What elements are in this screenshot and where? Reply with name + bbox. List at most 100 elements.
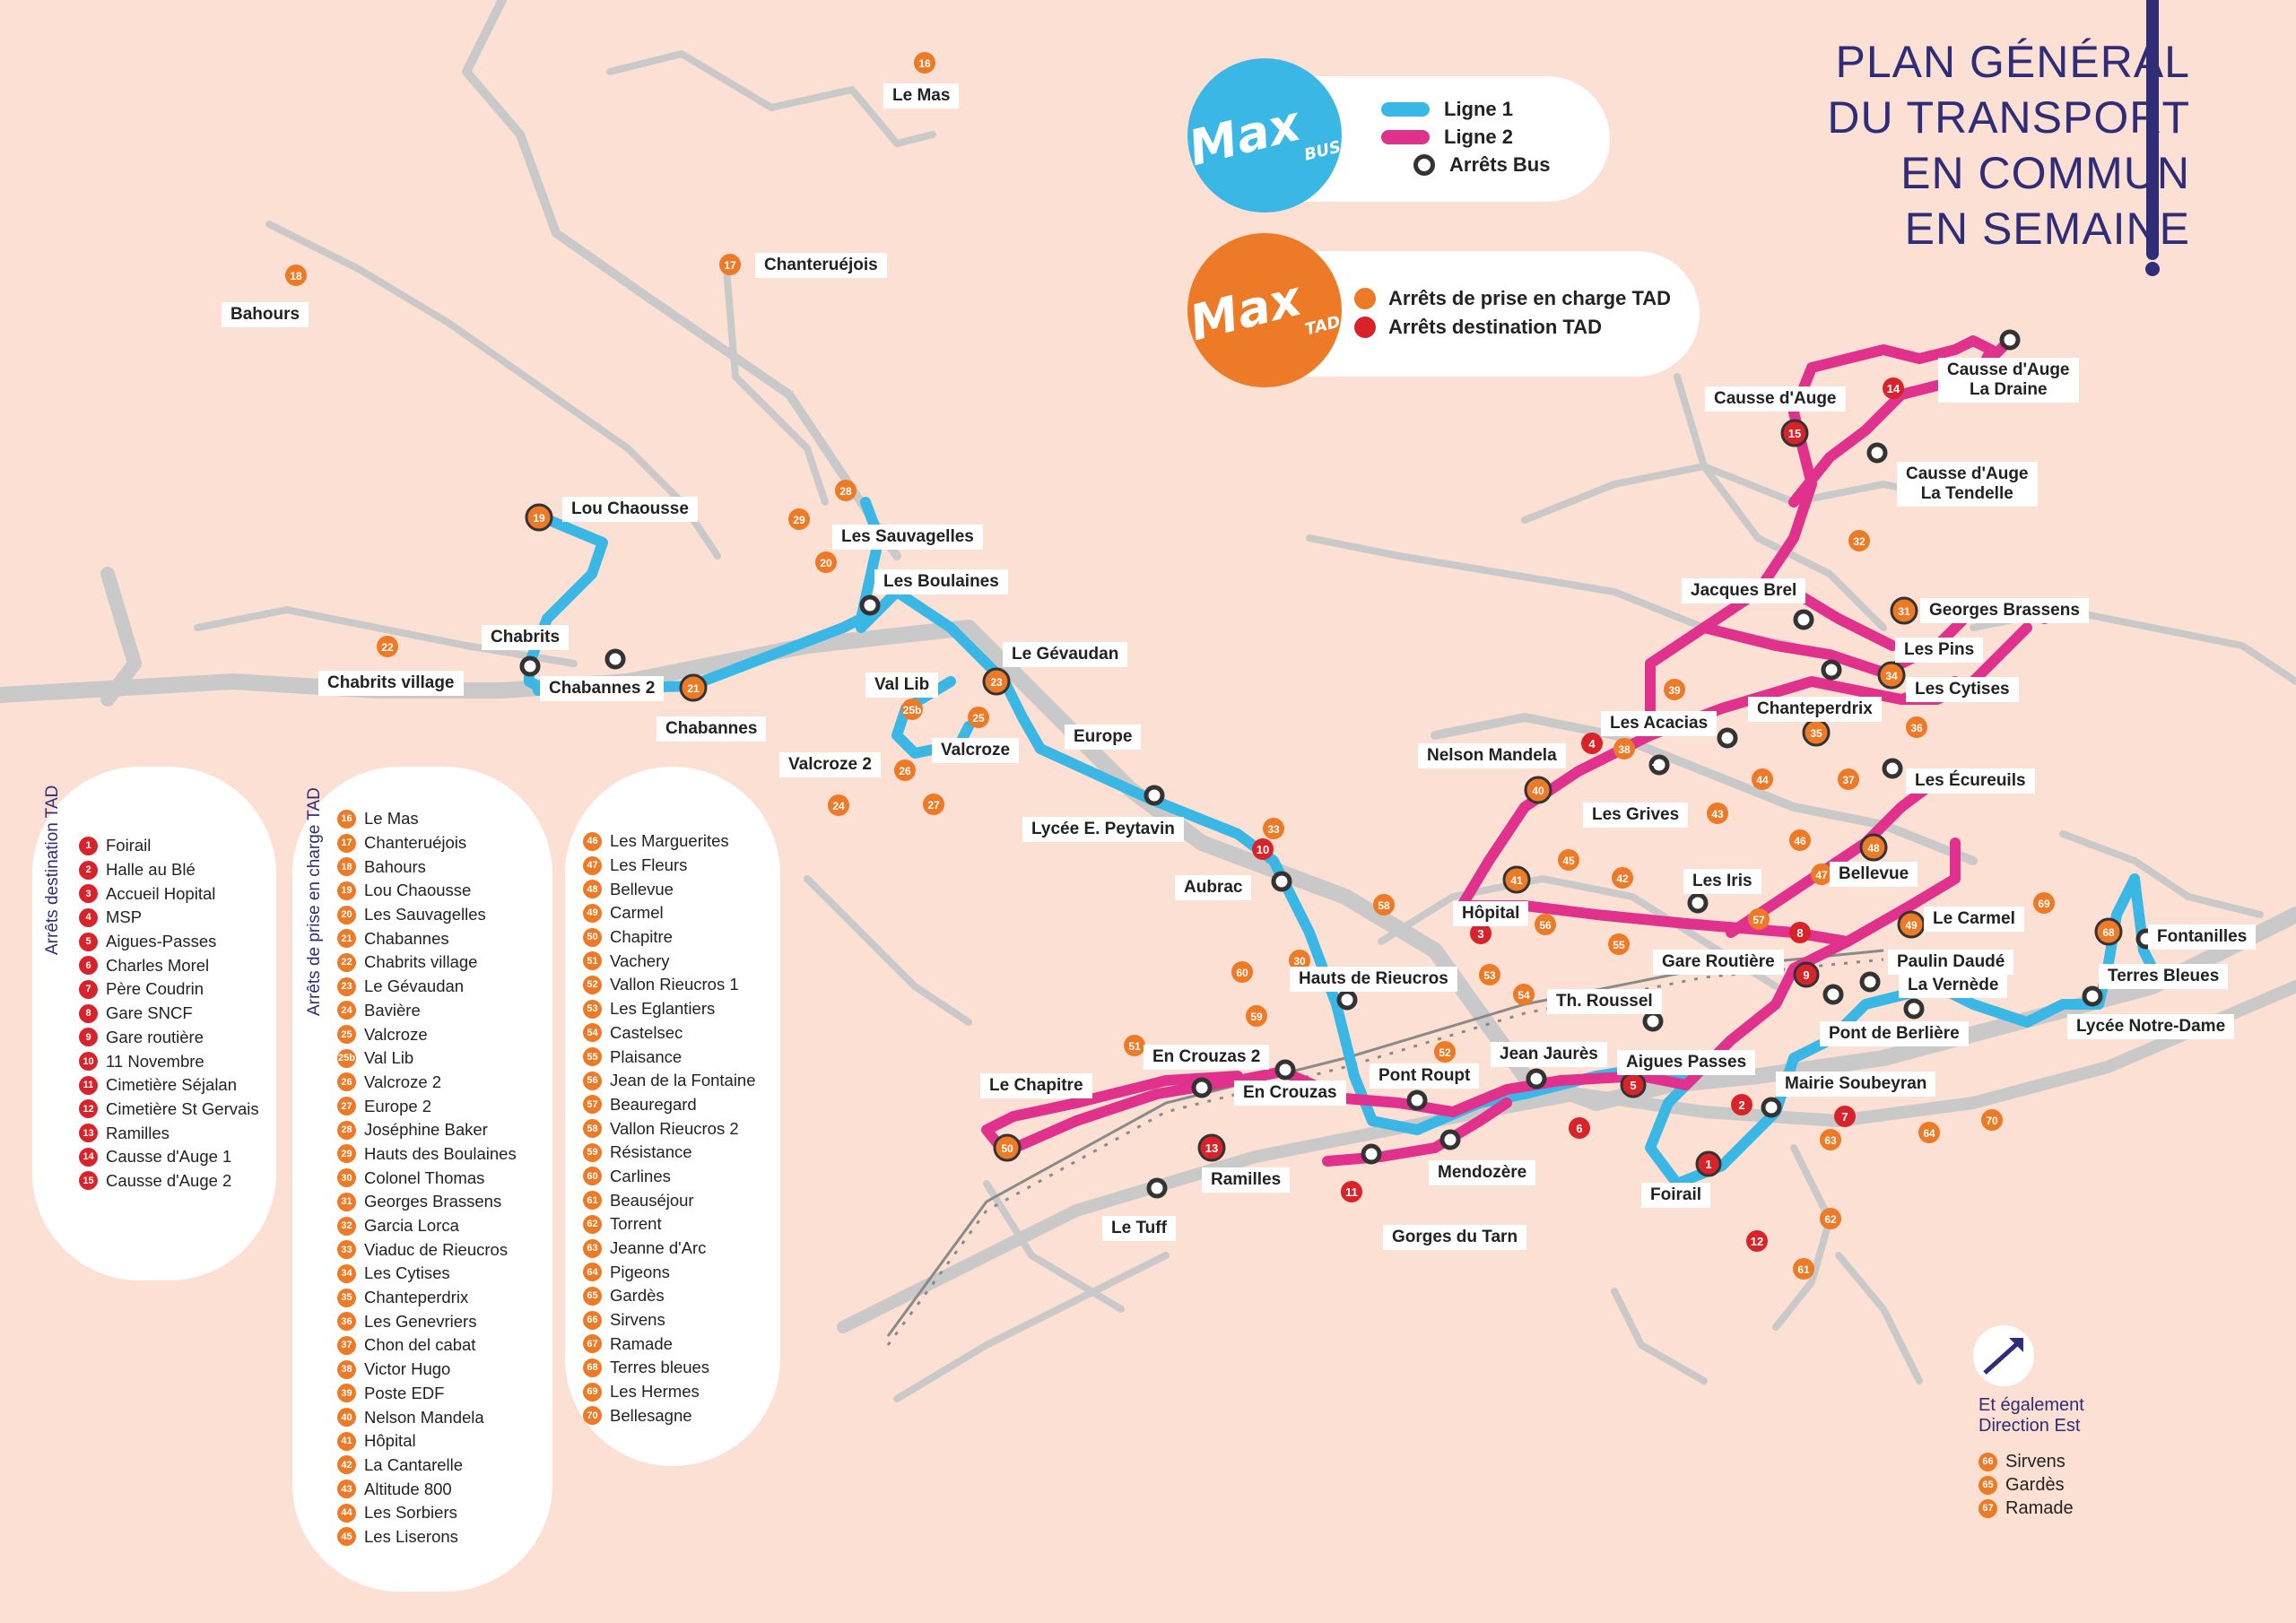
- map-label[interactable]: Terres Bleues: [2099, 964, 2229, 989]
- map-label[interactable]: Georges Brassens: [1920, 598, 2089, 623]
- map-label[interactable]: Bahours: [222, 302, 309, 327]
- stop-les-boulaines[interactable]: [859, 595, 881, 616]
- stop-jacques-brel[interactable]: [1793, 609, 1814, 630]
- map-label[interactable]: Fontanilles: [2148, 924, 2257, 950]
- tad-pick-50[interactable]: 50: [993, 1133, 1022, 1162]
- tad-pick-27[interactable]: 27: [923, 794, 944, 815]
- tad-pick-44[interactable]: 44: [1752, 768, 1773, 790]
- map-label[interactable]: Le Tuff: [1102, 1216, 1176, 1241]
- stop-causse-draine[interactable]: [1999, 329, 2021, 351]
- tad-pick-31[interactable]: 31: [1890, 596, 1918, 625]
- tad-pick-60[interactable]: 60: [1231, 961, 1253, 983]
- map-label[interactable]: La Vernède: [1899, 973, 2008, 998]
- tad-pick-42[interactable]: 42: [1612, 867, 1633, 889]
- tad-pick-38[interactable]: 38: [1613, 738, 1635, 759]
- map-label[interactable]: Les Iris: [1683, 869, 1761, 894]
- tad-pick-52[interactable]: 52: [1434, 1041, 1456, 1063]
- map-label[interactable]: Le Carmel: [1924, 907, 2024, 932]
- map-label[interactable]: Chabrits: [482, 625, 570, 650]
- tad-pick-21[interactable]: 21: [679, 673, 708, 702]
- tad-dest-6[interactable]: 6: [1569, 1117, 1590, 1139]
- tad-pick-32[interactable]: 32: [1848, 530, 1870, 551]
- map-label[interactable]: Chanteperdrix: [1748, 697, 1882, 722]
- stop-th-roussel[interactable]: [1642, 1011, 1664, 1032]
- stop-lou-chaousse-ring[interactable]: [1652, 764, 1654, 766]
- map-label[interactable]: Valcroze: [932, 738, 1020, 763]
- stop-mendozere[interactable]: [1439, 1129, 1461, 1150]
- map-label[interactable]: Chabannes 2: [540, 676, 665, 701]
- map-label[interactable]: Jean Jaurès: [1491, 1042, 1607, 1067]
- tad-pick-25b[interactable]: 25b: [901, 699, 923, 720]
- tad-pick-25[interactable]: 25: [968, 707, 989, 728]
- map-label[interactable]: Causse d'Auge: [1705, 386, 1846, 412]
- stop-terres-bleues[interactable]: [2082, 985, 2103, 1007]
- stop-le-tuff[interactable]: [1146, 1177, 1168, 1199]
- tad-pick-47[interactable]: 47: [1811, 864, 1832, 885]
- map-label[interactable]: Aigues Passes: [1617, 1050, 1756, 1075]
- tad-pick-45[interactable]: 45: [1558, 849, 1579, 871]
- map-label[interactable]: Le Chapitre: [980, 1073, 1092, 1098]
- map-label[interactable]: Chabannes: [657, 716, 767, 742]
- stop-lycee-peytavin[interactable]: [1144, 785, 1165, 806]
- stop-chanteperdrix[interactable]: [1717, 727, 1738, 749]
- tad-dest-13[interactable]: 13: [1197, 1133, 1226, 1162]
- tad-pick-26[interactable]: 26: [894, 759, 916, 781]
- tad-dest-5[interactable]: 5: [1620, 1072, 1647, 1098]
- tad-pick-29[interactable]: 29: [788, 508, 810, 530]
- stop-la-vernede[interactable]: [1859, 971, 1881, 993]
- tad-pick-64[interactable]: 64: [1918, 1122, 1940, 1143]
- tad-pick-70[interactable]: 70: [1981, 1109, 2003, 1131]
- tad-pick-61[interactable]: 61: [1793, 1258, 1814, 1280]
- tad-dest-14[interactable]: 14: [1883, 378, 1904, 399]
- tad-pick-51[interactable]: 51: [1124, 1035, 1145, 1056]
- map-label[interactable]: En Crouzas 2: [1144, 1045, 1270, 1070]
- tad-pick-23[interactable]: 23: [982, 667, 1011, 696]
- map-label[interactable]: Causse d'Auge La Draine: [1938, 358, 2079, 403]
- map-label[interactable]: Nelson Mandela: [1418, 743, 1566, 768]
- map-label[interactable]: Chanteruéjois: [755, 253, 887, 278]
- stop-pont-de-berliere[interactable]: [1822, 984, 1844, 1005]
- map-label[interactable]: Chabrits village: [318, 671, 464, 696]
- map-label[interactable]: Lycée E. Peytavin: [1022, 817, 1184, 842]
- map-label[interactable]: Les Grives: [1583, 803, 1689, 828]
- map-label[interactable]: Lou Chaousse: [562, 497, 698, 522]
- map-label[interactable]: Valcroze 2: [779, 752, 881, 777]
- tad-dest-11[interactable]: 11: [1341, 1181, 1362, 1202]
- stop-les-iris[interactable]: [1687, 892, 1709, 914]
- map-label[interactable]: Les Cytises: [1906, 677, 2019, 702]
- map-label[interactable]: En Crouzas: [1234, 1081, 1346, 1106]
- tad-dest-2[interactable]: 2: [1731, 1094, 1752, 1115]
- tad-pick-53[interactable]: 53: [1479, 964, 1500, 985]
- stop-en-crouzas[interactable]: [1274, 1059, 1296, 1081]
- map-label[interactable]: Les Boulaines: [874, 569, 1008, 595]
- tad-dest-4[interactable]: 4: [1581, 733, 1603, 754]
- tad-pick-34[interactable]: 34: [1877, 661, 1906, 690]
- map-label[interactable]: Ramilles: [1202, 1167, 1291, 1193]
- tad-pick-68[interactable]: 68: [2094, 917, 2123, 946]
- map-label[interactable]: Les Pins: [1895, 638, 1984, 663]
- stop-les-acacias[interactable]: [1648, 754, 1670, 776]
- tad-pick-46[interactable]: 46: [1789, 829, 1811, 851]
- tad-pick-20[interactable]: 20: [815, 551, 837, 573]
- tad-pick-59[interactable]: 59: [1246, 1005, 1267, 1027]
- map-label[interactable]: Les Acacias: [1601, 711, 1718, 736]
- map-label[interactable]: Gorges du Tarn: [1383, 1225, 1527, 1250]
- map-label[interactable]: Th. Roussel: [1547, 989, 1662, 1014]
- tad-pick-19[interactable]: 19: [525, 503, 553, 532]
- tad-pick-63[interactable]: 63: [1820, 1129, 1841, 1150]
- stop-jean-jaures[interactable]: [1526, 1068, 1547, 1089]
- map-label[interactable]: Lycée Notre-Dame: [2067, 1014, 2235, 1039]
- map-label[interactable]: Les Sauvagelles: [832, 525, 983, 550]
- tad-pick-62[interactable]: 62: [1820, 1208, 1841, 1229]
- stop-chabannes-2[interactable]: [604, 648, 626, 670]
- tad-dest-7[interactable]: 7: [1834, 1106, 1856, 1127]
- map-label[interactable]: Mendozère: [1429, 1160, 1536, 1185]
- stop-aubrac[interactable]: [1271, 871, 1292, 892]
- stop-lycee-notre-dame[interactable]: [1903, 998, 1925, 1020]
- map-label[interactable]: Pont Roupt: [1370, 1063, 1480, 1089]
- stop-en-crouzas-2[interactable]: [1191, 1077, 1213, 1098]
- tad-pick-17[interactable]: 17: [719, 254, 741, 275]
- map-label[interactable]: Les Écureuils: [1906, 768, 2035, 794]
- tad-pick-69[interactable]: 69: [2033, 892, 2055, 914]
- stop-pont-roupt[interactable]: [1406, 1089, 1428, 1111]
